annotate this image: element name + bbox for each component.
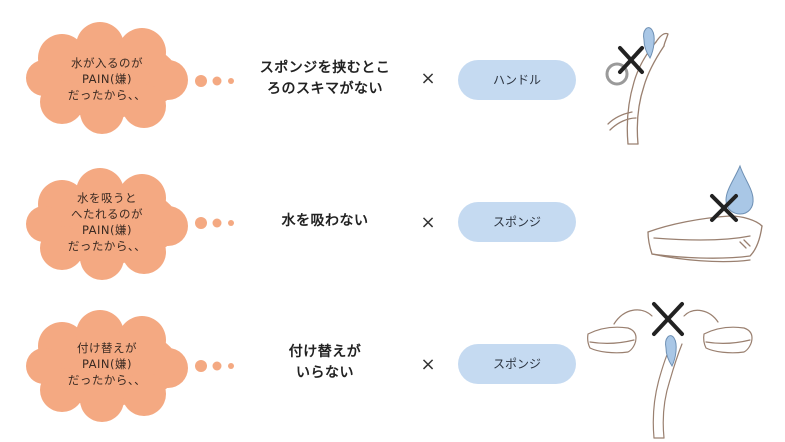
description-line: スポンジを挟むとこ [259, 60, 391, 76]
cloud-line: PAIN(嫌) [81, 357, 133, 371]
sponge-replacement-crossed-illustration [587, 302, 753, 439]
times-operator: × [420, 212, 436, 233]
cross-icon [710, 194, 738, 222]
description-line: いらない [296, 365, 354, 381]
cloud-line: だったから、、 [67, 373, 147, 387]
row-1: 水が入るのが PAIN(嫌) だったから、、 スポンジを挟むとこ ろのスキマがな… [0, 0, 785, 145]
cloud-line: 付け替えが [77, 341, 137, 355]
feature-pill-sponge: スポンジ [458, 202, 576, 242]
cloud-line: 水が入るのが [71, 56, 143, 70]
thought-dots [195, 75, 234, 87]
cloud-shape [26, 168, 188, 280]
cloud-shape [26, 22, 188, 134]
cloud-line: へたれるのが [71, 207, 143, 221]
times-operator: × [420, 68, 436, 89]
row-2: 水を吸うと へたれるのが PAIN(嫌) だったから、、 水を吸わない × スポ… [0, 150, 785, 290]
thought-dots [195, 217, 234, 229]
row-3: 付け替えが PAIN(嫌) だったから、、 付け替えが いらない × スポンジ [0, 300, 785, 440]
benefit-description: 水を吸わない [250, 211, 400, 232]
cloud-line: PAIN(嫌) [81, 223, 133, 237]
thought-dots [195, 360, 234, 372]
cross-icon [652, 302, 684, 336]
description-line: ろのスキマがない [267, 81, 383, 97]
sponge-water-drop-crossed-illustration [647, 164, 763, 263]
cloud-line: PAIN(嫌) [81, 72, 133, 86]
thought-cloud: 付け替えが PAIN(嫌) だったから、、 [22, 310, 192, 422]
benefit-description: スポンジを挟むとこ ろのスキマがない [250, 58, 400, 100]
feature-pill-sponge: スポンジ [458, 344, 576, 384]
feature-pill-handle: ハンドル [458, 60, 576, 100]
times-operator: × [420, 354, 436, 375]
handle-with-gap-crossed-illustration [605, 27, 669, 145]
cloud-line: 水を吸うと [77, 191, 137, 205]
cloud-line: だったから、、 [67, 88, 147, 102]
cross-icon [618, 46, 644, 74]
cloud-line: だったから、、 [67, 239, 147, 253]
cloud-shape [26, 310, 188, 422]
description-line: 付け替えが [288, 344, 362, 360]
thought-cloud: 水が入るのが PAIN(嫌) だったから、、 [22, 22, 192, 134]
description-line: 水を吸わない [281, 213, 369, 229]
benefit-description: 付け替えが いらない [250, 342, 400, 384]
thought-cloud: 水を吸うと へたれるのが PAIN(嫌) だったから、、 [22, 168, 192, 280]
